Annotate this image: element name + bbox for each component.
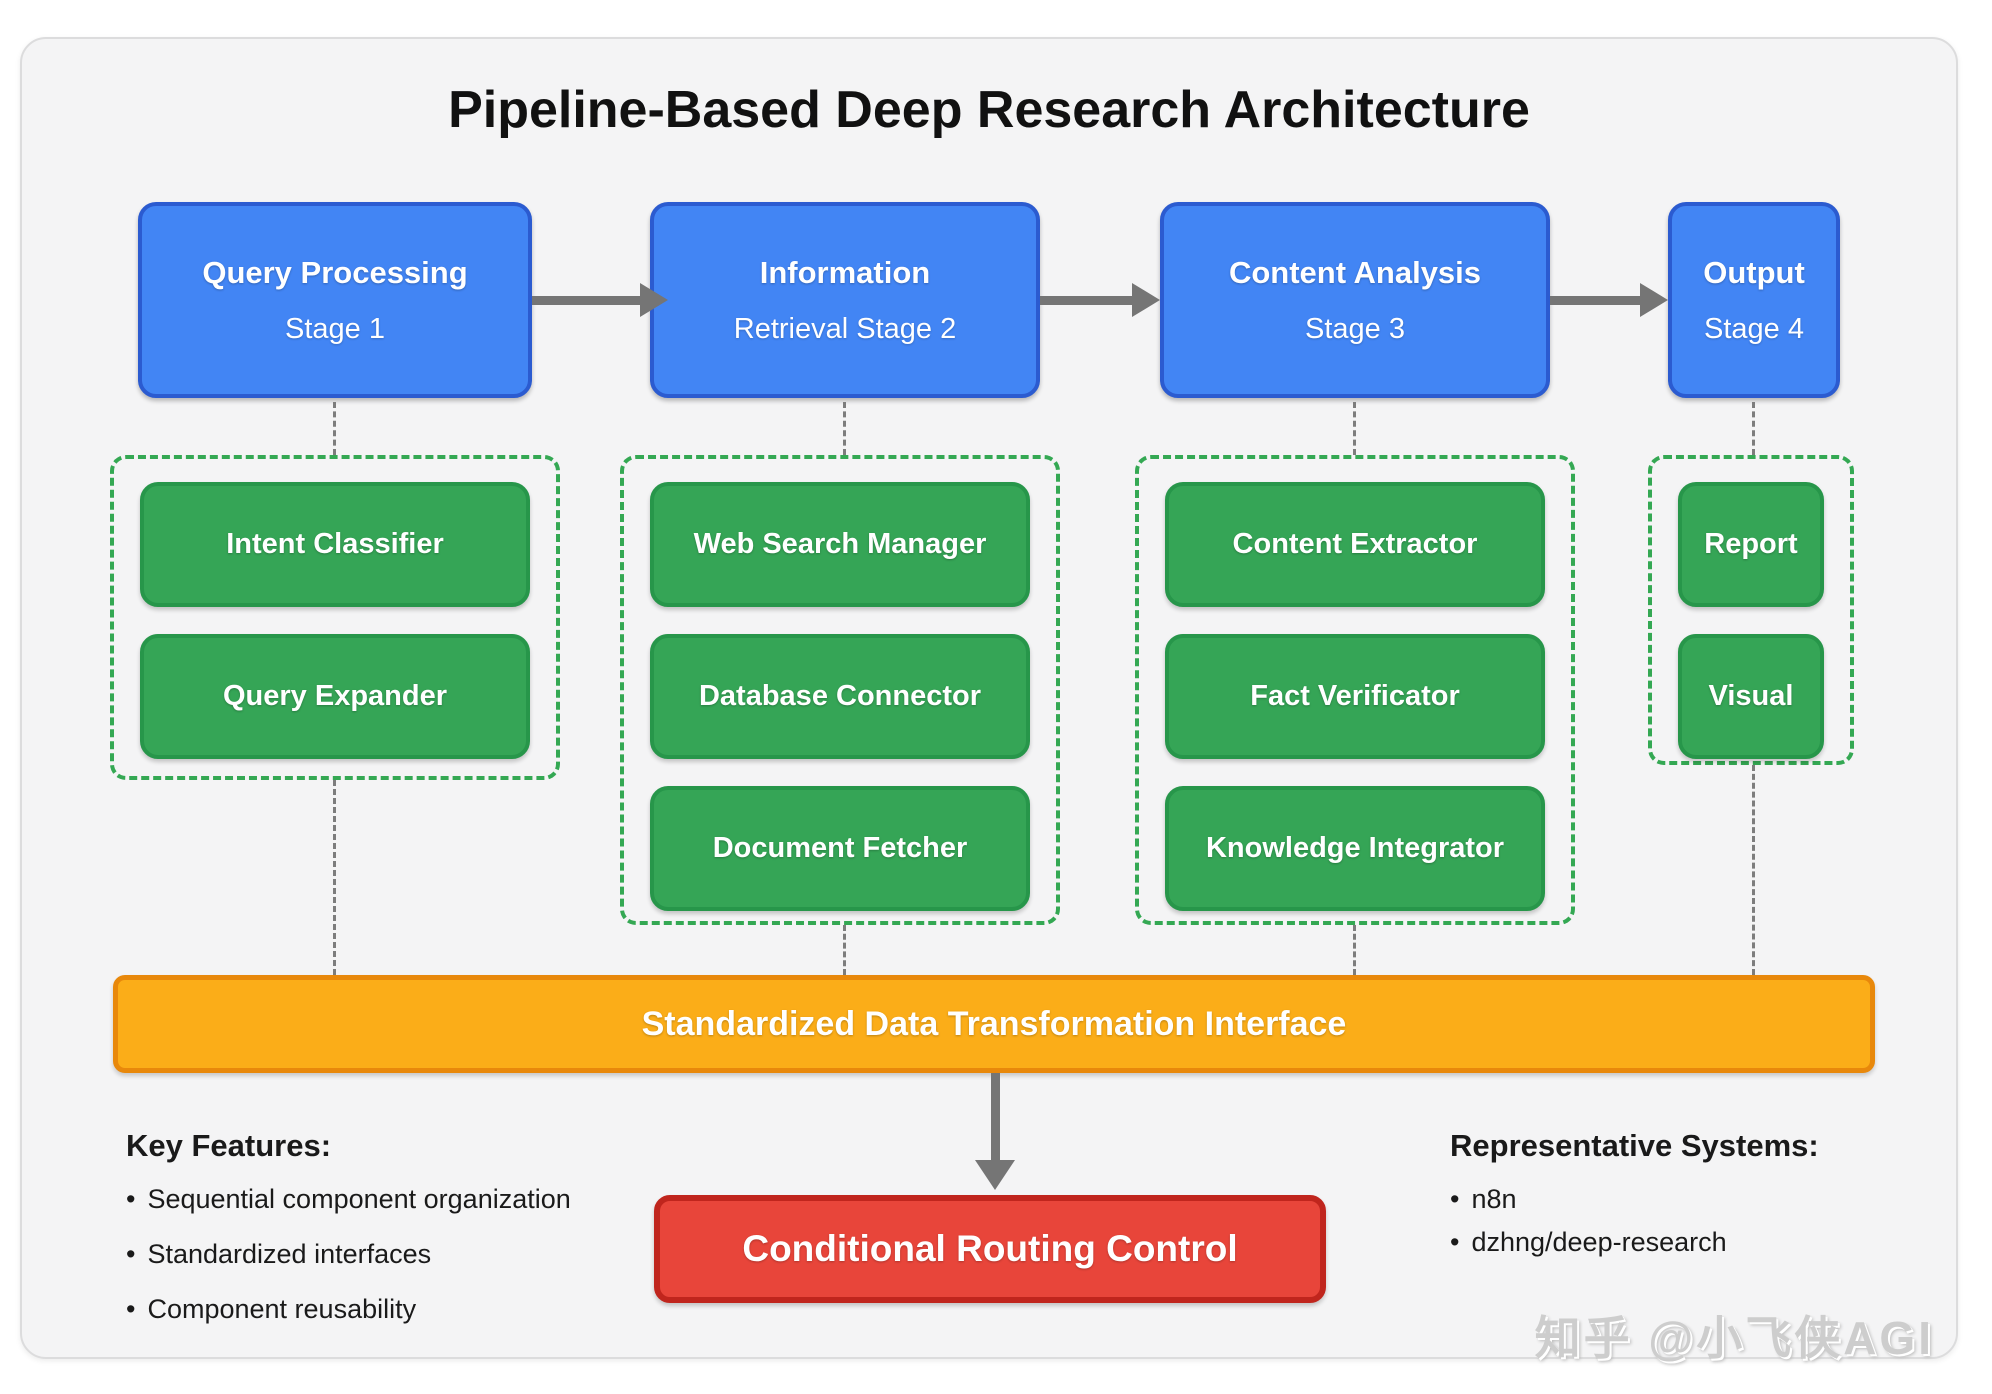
connector-stage3-group: [1353, 402, 1356, 455]
connector-group2-interface: [843, 925, 846, 975]
component-group-query-processing: Intent Classifier Query Expander: [110, 455, 560, 780]
key-feature-text: Sequential component organization: [147, 1184, 571, 1214]
stage-title: Query Processing: [202, 254, 468, 290]
flow-arrow-line: [1040, 296, 1132, 305]
stage-title: Content Analysis: [1228, 254, 1482, 290]
representative-system-text: n8n: [1471, 1184, 1517, 1214]
component-box-query-expander: Query Expander: [140, 634, 530, 759]
interface-bar: Standardized Data Transformation Interfa…: [113, 975, 1875, 1073]
component-box-visual: Visual: [1678, 634, 1824, 759]
stage-title: Output: [1703, 254, 1805, 290]
bullet-icon: •: [126, 1184, 136, 1214]
stage-title: Information: [759, 254, 931, 290]
connector-stage4-group: [1752, 402, 1755, 455]
flow-arrow-line: [532, 296, 640, 305]
component-box-report: Report: [1678, 482, 1824, 607]
connector-group3-interface: [1353, 925, 1356, 975]
stage-subtitle: Retrieval Stage 2: [733, 312, 957, 345]
component-group-content-analysis: Content Extractor Fact Verificator Knowl…: [1135, 455, 1575, 925]
flow-arrow-line: [1550, 296, 1640, 305]
representative-systems-section: Representative Systems: • n8n • dzhng/deep…: [1450, 1128, 1930, 1270]
key-feature-item: • Standardized interfaces: [126, 1239, 726, 1270]
stage-box-output: Output Stage 4: [1668, 202, 1840, 398]
component-box-database-connector: Database Connector: [650, 634, 1030, 759]
connector-group1-interface: [333, 780, 336, 975]
representative-systems-list: • n8n • dzhng/deep-research: [1450, 1184, 1930, 1258]
component-box-fact-verificator: Fact Verificator: [1165, 634, 1545, 759]
diagram-title: Pipeline-Based Deep Research Architectur…: [448, 81, 1530, 139]
connector-stage2-group: [843, 402, 846, 455]
stage-subtitle: Stage 4: [1704, 312, 1804, 345]
representative-system-item: • n8n: [1450, 1184, 1930, 1215]
component-box-web-search-manager: Web Search Manager: [650, 482, 1030, 607]
stage-box-query-processing: Query Processing Stage 1: [138, 202, 532, 398]
flow-arrow-head-icon: [1640, 283, 1668, 317]
routing-control-box: Conditional Routing Control: [654, 1195, 1326, 1303]
bullet-icon: •: [1450, 1227, 1460, 1257]
flow-arrow-head-icon: [1132, 283, 1160, 317]
key-feature-text: Component reusability: [147, 1294, 417, 1324]
representative-system-item: • dzhng/deep-research: [1450, 1227, 1930, 1258]
bullet-icon: •: [126, 1239, 136, 1269]
key-features-list: • Sequential component organization • Stan…: [126, 1184, 726, 1325]
representative-system-text: dzhng/deep-research: [1471, 1227, 1727, 1257]
key-feature-item: • Sequential component organization: [126, 1184, 726, 1215]
stage-subtitle: Stage 1: [285, 312, 385, 345]
component-box-content-extractor: Content Extractor: [1165, 482, 1545, 607]
component-box-knowledge-integrator: Knowledge Integrator: [1165, 786, 1545, 911]
representative-systems-heading: Representative Systems:: [1450, 1128, 1819, 1163]
routing-arrow-head-icon: [975, 1160, 1015, 1190]
stage-box-content-analysis: Content Analysis Stage 3: [1160, 202, 1550, 398]
stage-subtitle: Stage 3: [1305, 312, 1405, 345]
component-group-information-retrieval: Web Search Manager Database Connector Do…: [620, 455, 1060, 925]
routing-arrow-line: [991, 1073, 1000, 1162]
bullet-icon: •: [1450, 1184, 1460, 1214]
key-feature-item: • Component reusability: [126, 1294, 726, 1325]
key-features-heading: Key Features:: [126, 1128, 332, 1163]
bullet-icon: •: [126, 1294, 136, 1324]
component-box-intent-classifier: Intent Classifier: [140, 482, 530, 607]
component-group-output: Report Visual: [1648, 455, 1854, 765]
key-features-section: Key Features: • Sequential component orga…: [126, 1128, 726, 1349]
stage-box-information-retrieval: Information Retrieval Stage 2: [650, 202, 1040, 398]
key-feature-text: Standardized interfaces: [147, 1239, 432, 1269]
component-box-document-fetcher: Document Fetcher: [650, 786, 1030, 911]
watermark: 知乎 @小飞侠AGI: [1534, 1312, 1934, 1364]
connector-group4-interface: [1752, 765, 1755, 975]
flow-arrow-head-icon: [640, 283, 668, 317]
connector-stage1-group: [333, 402, 336, 455]
